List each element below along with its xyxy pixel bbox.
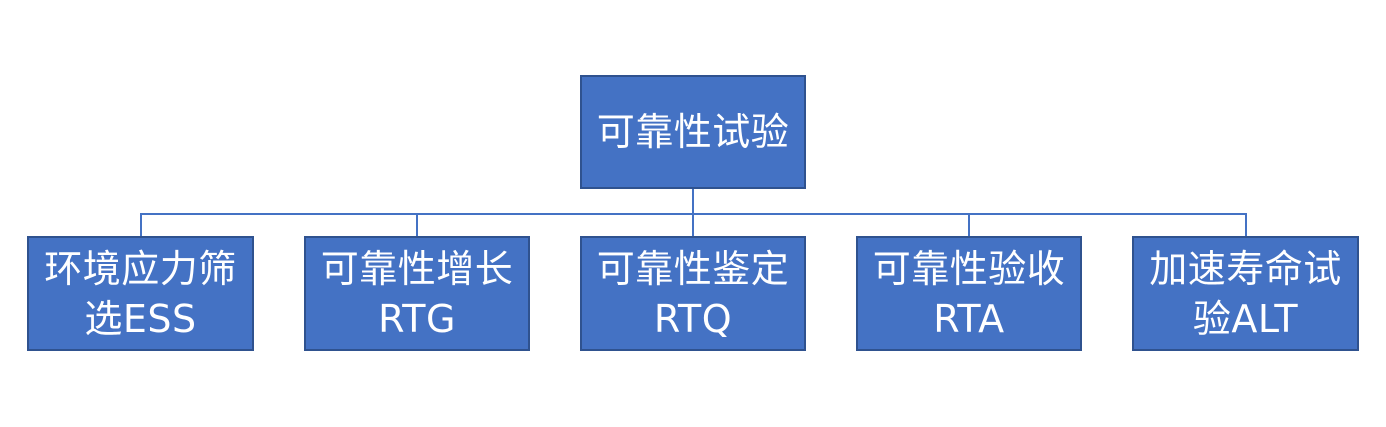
child-node-rtg: 可靠性增长 RTG — [304, 236, 530, 351]
child-node-label: 可靠性验收 RTA — [872, 246, 1066, 341]
child-node-alt: 加速寿命试 验ALT — [1132, 236, 1359, 351]
child-node-rtq: 可靠性鉴定 RTQ — [580, 236, 806, 351]
child-node-label: 加速寿命试 验ALT — [1149, 246, 1342, 341]
child-connector-4 — [968, 213, 970, 237]
root-node-label: 可靠性试验 — [596, 110, 790, 154]
child-node-label: 可靠性增长 RTG — [320, 246, 514, 341]
child-node-label: 环境应力筛 选ESS — [44, 246, 237, 341]
child-node-label: 可靠性鉴定 RTQ — [596, 246, 790, 341]
root-node-reliability-test: 可靠性试验 — [580, 75, 806, 189]
child-connector-1 — [140, 213, 142, 237]
child-connector-2 — [416, 213, 418, 237]
child-connector-5 — [1245, 213, 1247, 237]
root-stem-connector — [692, 188, 694, 214]
child-node-rta: 可靠性验收 RTA — [856, 236, 1082, 351]
child-node-ess: 环境应力筛 选ESS — [27, 236, 254, 351]
child-connector-3 — [692, 213, 694, 237]
